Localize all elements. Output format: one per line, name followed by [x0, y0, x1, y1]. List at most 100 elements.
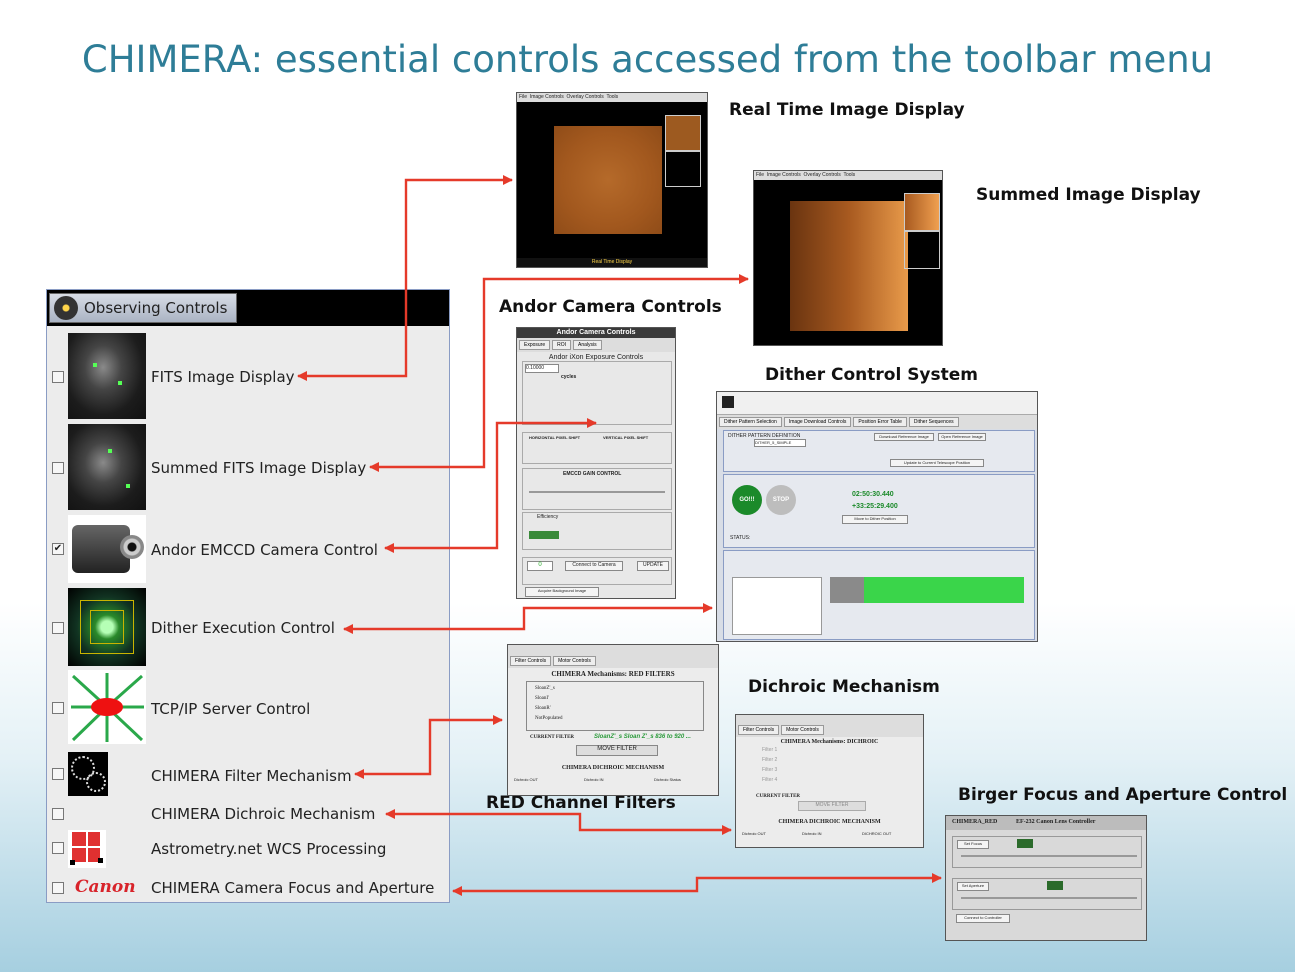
menu-item-astrometry[interactable]: Astrometry.net WCS Processing — [47, 828, 449, 868]
dichroic-current-filter-label: CURRENT FILTER — [756, 794, 801, 799]
go-button[interactable]: GO!!! — [732, 485, 762, 515]
red-dichroic-in[interactable]: Dichroic IN — [584, 777, 604, 782]
label-birger-control: Birger Focus and Aperture Control — [958, 785, 1288, 805]
dither-toolbar — [717, 392, 1037, 415]
birger-window[interactable]: CHIMERA_RED EF-232 Canon Lens Controller… — [945, 815, 1147, 941]
acquire-background-button[interactable]: Acquire Background Image — [525, 587, 599, 597]
red-dichroic-heading: CHIMERA DICHROIC MECHANISM — [561, 765, 665, 771]
menu-item-tcp-server[interactable]: TCP/IP Server Control — [47, 670, 449, 746]
menu-image-controls[interactable]: Image Controls — [529, 94, 564, 100]
tab-analysis[interactable]: Analysis — [573, 340, 602, 350]
focus-slider[interactable] — [961, 855, 1137, 857]
checkbox-astrometry[interactable] — [52, 842, 64, 854]
cycles-label: cycles — [561, 374, 577, 380]
menu-item-dither-control[interactable]: Dither Execution Control — [47, 588, 449, 668]
download-reference-button[interactable]: Download Reference Image — [874, 433, 934, 441]
birger-left-title: CHIMERA_RED — [952, 819, 998, 825]
dichroic-out-option[interactable]: Dichroic OUT — [742, 831, 767, 836]
checkbox-dither-control[interactable] — [52, 622, 64, 634]
checkbox-andor-camera[interactable]: ✔ — [52, 543, 64, 555]
tab-motor-controls[interactable]: Motor Controls — [553, 656, 596, 666]
dither-section-label: DITHER PATTERN DEFINITION — [728, 433, 801, 439]
tab-roi[interactable]: ROI — [552, 340, 572, 350]
connect-controller-button[interactable]: Connect to Controller — [956, 914, 1010, 923]
red-filters-window[interactable]: Filter Controls Motor Controls CHIMERA M… — [507, 644, 719, 796]
efficiency-label: Efficiency — [537, 514, 559, 520]
filter-option-1[interactable]: SloanZ'_s — [535, 686, 555, 691]
exposure-time-field[interactable]: 0.10000 — [525, 364, 559, 373]
tab-exposure[interactable]: Exposure — [519, 340, 551, 350]
open-reference-button[interactable]: Open Reference Image — [938, 433, 986, 441]
red-move-filter-button[interactable]: MOVE FILTER — [576, 745, 658, 756]
realtime-menubar: File Image Controls Overlay Controls Too… — [517, 93, 707, 102]
checkbox-tcp-server[interactable] — [52, 702, 64, 714]
tab-filter-controls[interactable]: Filter Controls — [738, 725, 780, 735]
summed-display-window[interactable]: File Image Controls Overlay Controls Too… — [753, 170, 943, 346]
set-aperture-button[interactable]: Set Aperture — [957, 882, 989, 891]
menu-overlay-controls[interactable]: Overlay Controls — [566, 94, 604, 100]
observing-controls-tab[interactable]: Observing Controls — [49, 293, 237, 323]
menu-item-filter-mechanism[interactable]: CHIMERA Filter Mechanism — [47, 752, 449, 796]
dither-offsets-table — [732, 577, 822, 635]
filter-option-4[interactable]: NotPopulated — [535, 716, 563, 721]
connect-camera-button[interactable]: Connect to Camera — [565, 561, 623, 571]
stop-button[interactable]: STOP — [766, 485, 796, 515]
menu-item-summed-display[interactable]: Summed FITS Image Display — [47, 424, 449, 512]
observation-controls-group: GO!!! STOP 02:50:30.440 +33:25:29.400 Mo… — [723, 474, 1035, 548]
menu-item-dichroic-mechanism[interactable]: CHIMERA Dichroic Mechanism — [47, 800, 449, 828]
menu-overlay-controls[interactable]: Overlay Controls — [803, 172, 841, 178]
aperture-group: Set Aperture — [952, 878, 1142, 910]
tab-dither-sequences[interactable]: Dither Sequences — [908, 417, 959, 427]
tab-position-error[interactable]: Position Error Table — [853, 417, 907, 427]
menu-file[interactable]: File — [519, 94, 528, 100]
focus-arrow-icon — [1017, 839, 1033, 848]
dither-coordinates-table — [864, 577, 1024, 603]
menu-file[interactable]: File — [756, 172, 765, 178]
realtime-display-window[interactable]: File Image Controls Overlay Controls Too… — [516, 92, 708, 268]
menu-image-controls[interactable]: Image Controls — [766, 172, 801, 178]
tab-dither-pattern[interactable]: Dither Pattern Selection — [719, 417, 782, 427]
menu-item-label: CHIMERA Filter Mechanism — [151, 767, 352, 785]
vshift-label: VERTICAL PIXEL SHIFT — [603, 435, 649, 440]
checkbox-focus-aperture[interactable] — [52, 882, 64, 894]
red-current-filter-value: SloanZ'_s Sloan Z'_s 836 to 920 ... — [594, 734, 691, 740]
aperture-slider[interactable] — [961, 897, 1137, 899]
gain-slider[interactable] — [529, 491, 665, 493]
dichroic-move-filter-button[interactable]: MOVE FILTER — [798, 801, 866, 811]
dichroic-window[interactable]: Filter Controls Motor Controls CHIMERA M… — [735, 714, 924, 848]
dichroic-filter-4: Filter 4 — [762, 777, 778, 783]
dichroic-in-option[interactable]: Dichroic IN — [802, 831, 822, 836]
menu-item-fits-display[interactable]: FITS Image Display — [47, 333, 449, 421]
dither-control-window[interactable]: Dither Pattern Selection Image Download … — [716, 391, 1038, 642]
menu-item-andor-camera[interactable]: ✔ Andor EMCCD Camera Control — [47, 515, 449, 585]
hshift-label: HORIZONTAL PIXEL SHIFT — [529, 435, 581, 440]
menu-item-focus-aperture[interactable]: Canon CHIMERA Camera Focus and Aperture — [47, 874, 449, 902]
checkbox-fits-display[interactable] — [52, 371, 64, 383]
tab-filter-controls[interactable]: Filter Controls — [510, 656, 552, 666]
red-dichroic-out[interactable]: Dichroic OUT — [514, 777, 539, 782]
andor-controls-window[interactable]: Andor Camera Controls Exposure ROI Analy… — [516, 327, 676, 599]
menu-tools[interactable]: Tools — [606, 94, 619, 100]
tab-motor-controls[interactable]: Motor Controls — [781, 725, 824, 735]
filter-option-3[interactable]: SloanR' — [535, 706, 551, 711]
update-telescope-button[interactable]: Update to Current Telescope Position — [890, 459, 984, 467]
menu-tools[interactable]: Tools — [843, 172, 856, 178]
checkbox-summed-display[interactable] — [52, 462, 64, 474]
checkbox-filter-mechanism[interactable] — [52, 768, 64, 780]
display-images-button[interactable] — [529, 531, 559, 539]
filter-option-2[interactable]: SloanI' — [535, 696, 549, 701]
dichroic-tabs: Filter Controls Motor Controls — [736, 723, 923, 737]
nebula-thumbnail-icon — [68, 333, 146, 419]
checkbox-dichroic-mechanism[interactable] — [52, 808, 64, 820]
menu-item-label: Summed FITS Image Display — [151, 459, 367, 477]
red-filter-list: SloanZ'_s SloanI' SloanR' NotPopulated — [526, 681, 704, 731]
canon-logo-icon: Canon — [75, 877, 136, 897]
red-titlebar — [508, 645, 718, 654]
move-to-dither-button[interactable]: Move to Dither Position — [842, 515, 908, 524]
dither-pattern-select[interactable]: DITHER_5_SIMPLE — [754, 439, 806, 447]
dichroic-mech-heading: CHIMERA DICHROIC MECHANISM — [778, 819, 881, 825]
pixel-shift-group: HORIZONTAL PIXEL SHIFT VERTICAL PIXEL SH… — [522, 432, 672, 464]
update-button[interactable]: UPDATE — [637, 561, 669, 571]
tab-image-download[interactable]: Image Download Controls — [783, 417, 852, 427]
set-focus-button[interactable]: Set Focus — [957, 840, 989, 849]
